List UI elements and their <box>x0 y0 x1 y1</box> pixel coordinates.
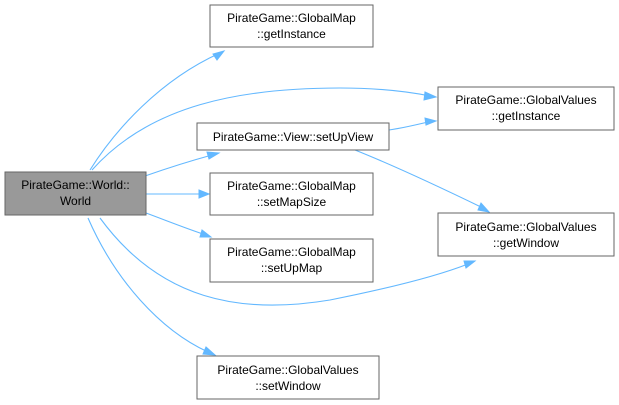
node-globalvalues-getwindow[interactable]: PirateGame::GlobalValues ::getWindow <box>437 212 615 257</box>
node-label-line1: PirateGame::View::setUpView <box>213 130 374 144</box>
arrowhead <box>202 346 217 356</box>
arrowhead <box>206 151 221 160</box>
node-label-line2: ::setWindow <box>255 379 321 393</box>
node-label-line1: PirateGame::GlobalMap <box>227 11 356 25</box>
node-label-line2: ::getWindow <box>493 236 559 250</box>
node-view-setupview[interactable]: PirateGame::View::setUpView <box>196 122 390 151</box>
node-label-line2: ::getInstance <box>492 109 561 123</box>
node-world-line2: World <box>60 194 91 208</box>
node-label-line1: PirateGame::GlobalValues <box>455 93 596 107</box>
node-globalmap-setupmap[interactable]: PirateGame::GlobalMap ::setUpMap <box>209 238 374 283</box>
node-world[interactable]: PirateGame::World:: World <box>4 171 147 216</box>
arrowhead <box>199 229 213 238</box>
arrowhead <box>424 117 438 126</box>
edge-world-to-globalvalues-getwindow <box>99 217 469 306</box>
node-globalmap-getinstance[interactable]: PirateGame::GlobalMap ::getInstance <box>209 4 374 48</box>
node-world-line1: PirateGame::World:: <box>21 178 129 192</box>
arrowhead <box>423 91 438 101</box>
arrowhead <box>212 50 226 61</box>
node-label-line2: ::getInstance <box>257 27 326 41</box>
edge-world-to-globalmap-setupmap <box>145 212 204 235</box>
edge-world-to-globalmap-getinstance <box>89 52 221 171</box>
arrowhead <box>198 189 211 199</box>
node-label-line1: PirateGame::GlobalValues <box>455 220 596 234</box>
edge-world-to-view-setupview <box>144 154 213 177</box>
node-globalvalues-setwindow[interactable]: PirateGame::GlobalValues ::setWindow <box>196 355 380 400</box>
edge-world-to-globalvalues-setwindow <box>87 217 209 353</box>
node-globalmap-setmapsize[interactable]: PirateGame::GlobalMap ::setMapSize <box>209 172 374 216</box>
node-label-line1: PirateGame::GlobalValues <box>217 363 358 377</box>
edges <box>87 50 491 356</box>
node-label-line1: PirateGame::GlobalMap <box>227 179 356 193</box>
arrowhead <box>463 260 477 269</box>
node-label-line2: ::setUpMap <box>261 261 323 275</box>
edge-view-setupview-to-globalvalues-getwindow <box>354 149 484 209</box>
node-label-line1: PirateGame::GlobalMap <box>227 245 356 259</box>
node-label-line2: ::setMapSize <box>257 195 327 209</box>
arrowhead <box>477 202 491 213</box>
edge-world-to-globalvalues-getinstance <box>91 87 431 171</box>
node-globalvalues-getinstance[interactable]: PirateGame::GlobalValues ::getInstance <box>437 86 615 131</box>
edge-view-setupview-to-globalvalues-getinstance <box>388 121 429 131</box>
